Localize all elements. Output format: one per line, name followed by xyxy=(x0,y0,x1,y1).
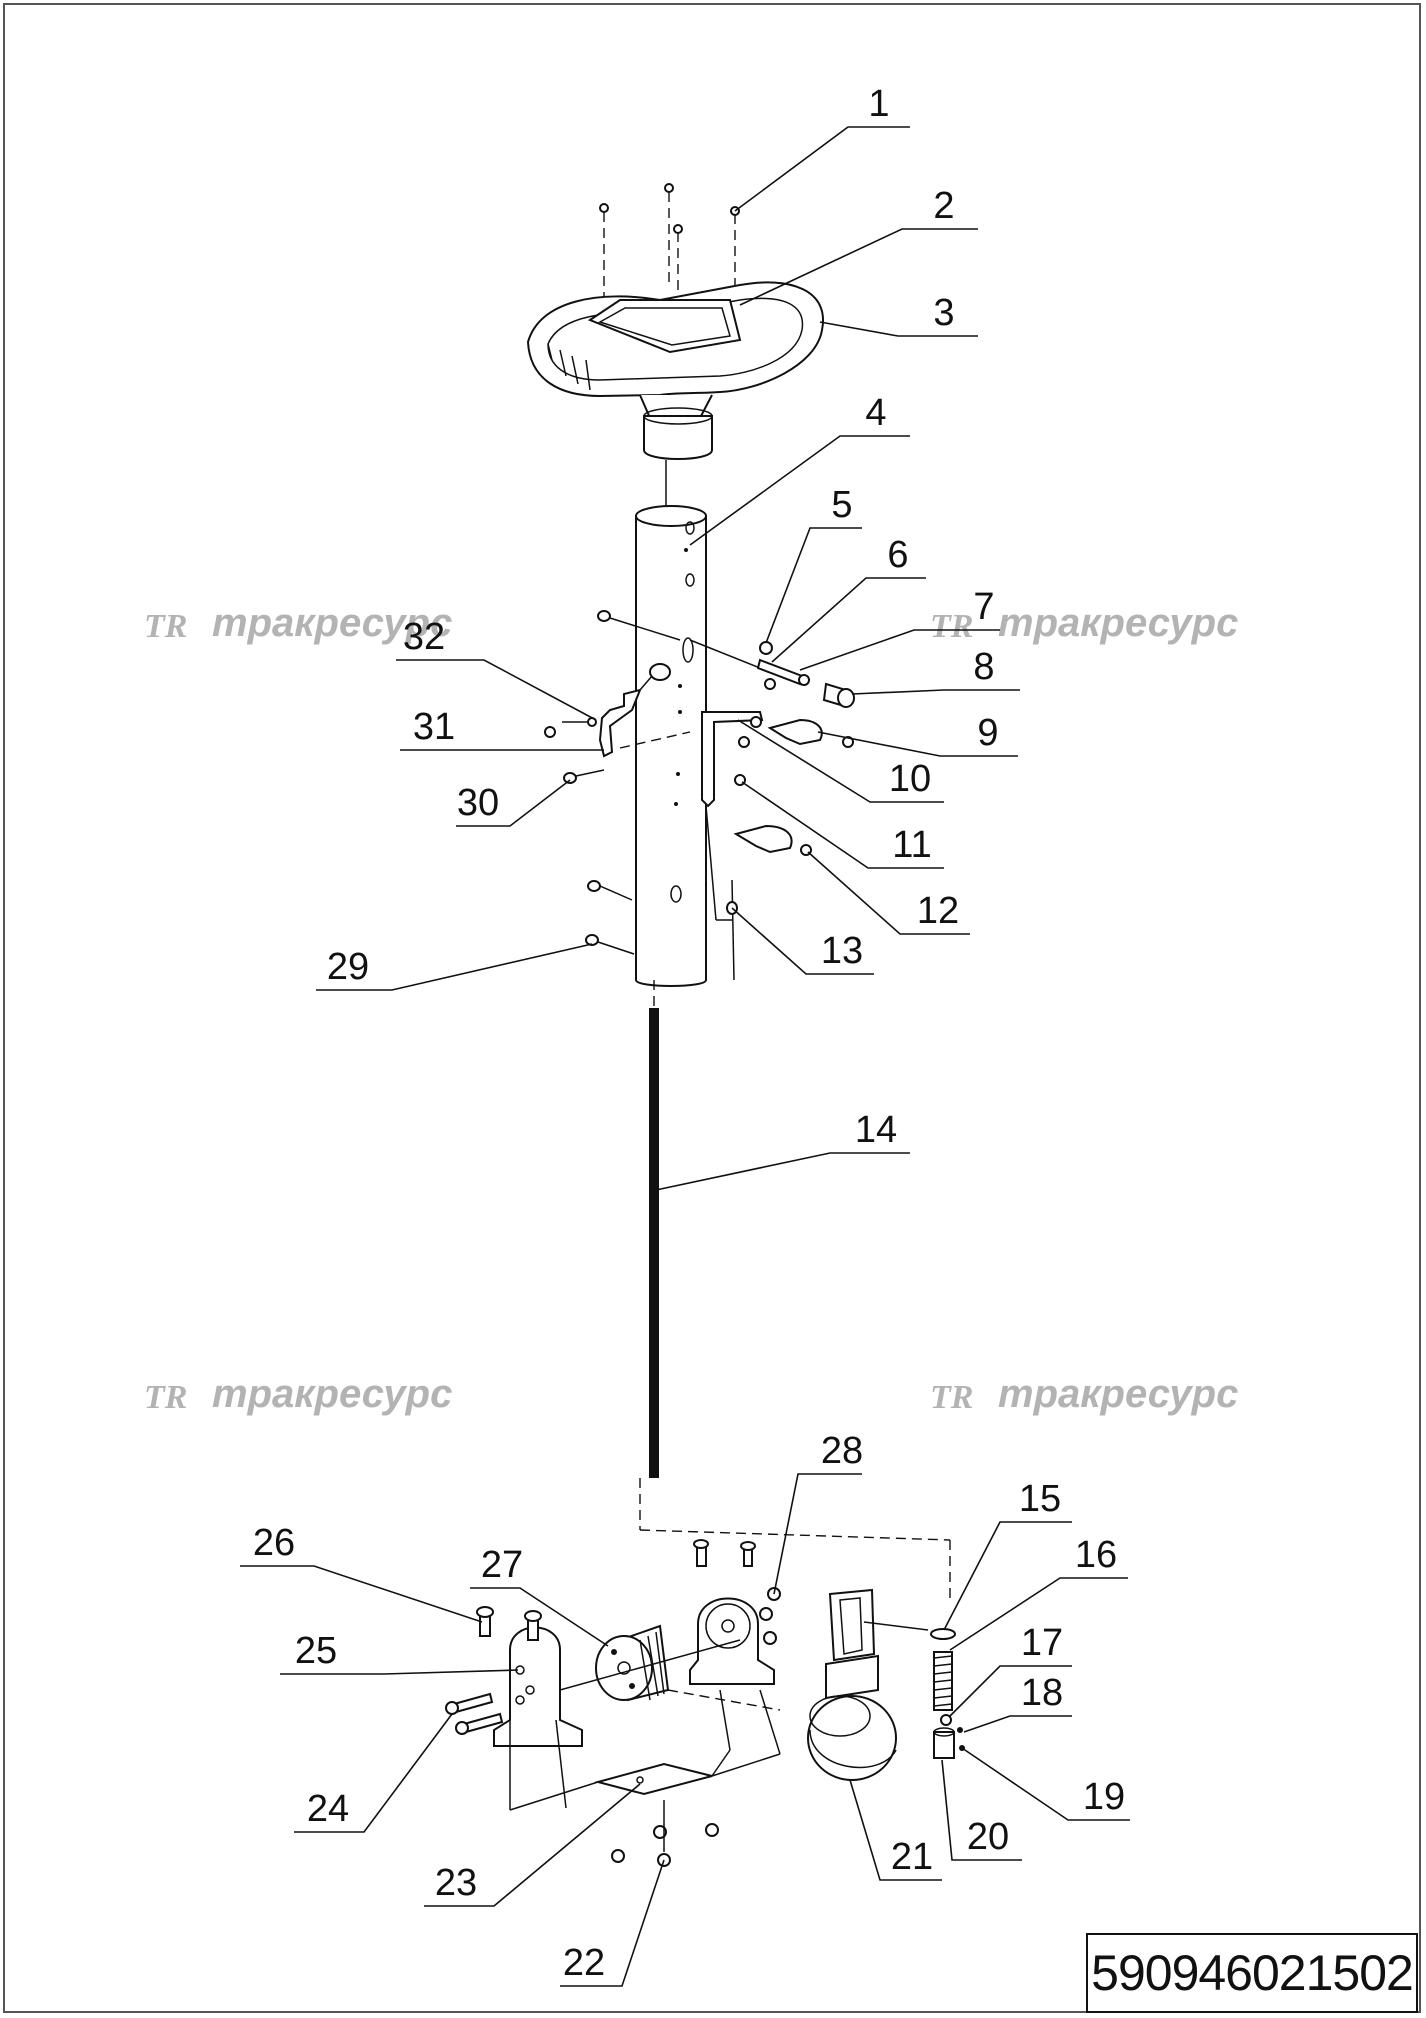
gear-assembly xyxy=(445,1539,781,1867)
callout-25: 25 xyxy=(295,1630,337,1672)
document-number: 590946021502 xyxy=(1086,1933,1418,2013)
watermark-text: тракресурс xyxy=(998,1372,1238,1416)
callout-3: 3 xyxy=(933,292,954,334)
callout-2: 2 xyxy=(933,185,954,227)
steering-shaft xyxy=(639,980,951,1600)
watermark-logo: TR xyxy=(930,608,973,645)
callout-13: 13 xyxy=(821,930,863,972)
callout-31: 31 xyxy=(413,706,455,748)
watermark-logo: TR xyxy=(144,608,187,645)
leader-lines xyxy=(240,126,1130,1987)
callout-24: 24 xyxy=(307,1788,349,1830)
callout-14: 14 xyxy=(855,1109,897,1151)
pivot-pin xyxy=(756,641,855,708)
callout-8: 8 xyxy=(973,646,994,688)
watermark-text: тракресурс xyxy=(212,601,452,645)
callout-15: 15 xyxy=(1019,1478,1061,1520)
callout-22: 22 xyxy=(563,1942,605,1984)
steering-column-tube xyxy=(635,460,707,987)
clamp-ring xyxy=(807,1588,897,1781)
callout-19: 19 xyxy=(1083,1776,1125,1818)
spring-assembly xyxy=(863,1621,965,1759)
callout-23: 23 xyxy=(435,1862,477,1904)
callout-9: 9 xyxy=(977,712,998,754)
watermark-bottom-left: TR тракресурс xyxy=(144,1372,452,1416)
watermark-logo: TR xyxy=(144,1379,187,1416)
watermark-text: тракресурс xyxy=(998,601,1238,645)
lever-bracket xyxy=(544,663,691,784)
callout-29: 29 xyxy=(327,946,369,988)
callout-28: 28 xyxy=(821,1430,863,1472)
callout-32: 32 xyxy=(403,616,445,658)
watermark-top-right: TR тракресурс xyxy=(930,601,1238,645)
callout-11: 11 xyxy=(892,824,931,866)
callout-20: 20 xyxy=(967,1816,1009,1858)
callout-26: 26 xyxy=(253,1522,295,1564)
callout-1: 1 xyxy=(868,83,889,125)
callout-12: 12 xyxy=(917,890,959,932)
callout-17: 17 xyxy=(1021,1622,1063,1664)
steering-wheel xyxy=(526,281,825,460)
callout-4: 4 xyxy=(865,392,886,434)
callout-5: 5 xyxy=(831,484,852,526)
lower-bolts xyxy=(585,880,635,955)
watermark-logo: TR xyxy=(930,1379,973,1416)
callout-7: 7 xyxy=(973,586,994,628)
watermark-bottom-right: TR тракресурс xyxy=(930,1372,1238,1416)
callout-6: 6 xyxy=(887,534,908,576)
callout-21: 21 xyxy=(891,1836,933,1878)
callout-30: 30 xyxy=(457,782,499,824)
callout-10: 10 xyxy=(889,758,931,800)
callouts: 1 2 3 4 5 6 7 8 9 10 11 12 13 14 15 16 1… xyxy=(253,83,1125,1984)
watermark-top-left: TR тракресурс xyxy=(144,601,452,645)
callout-18: 18 xyxy=(1021,1672,1063,1714)
callout-27: 27 xyxy=(481,1544,523,1586)
top-screws xyxy=(599,183,740,318)
drawing-frame xyxy=(3,3,1421,2013)
throttle-bracket xyxy=(701,711,854,981)
callout-16: 16 xyxy=(1075,1534,1117,1576)
watermark-text: тракресурс xyxy=(212,1372,452,1416)
